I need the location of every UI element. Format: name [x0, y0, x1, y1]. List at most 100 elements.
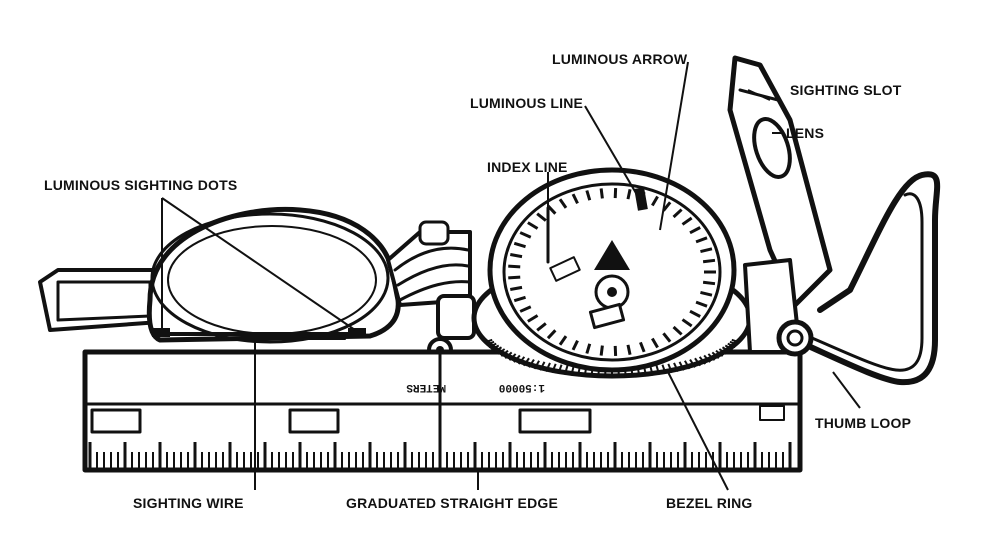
label-luminous-line: LUMINOUS LINE	[470, 95, 583, 111]
dial-tick	[571, 339, 579, 351]
dial-tick	[527, 221, 539, 230]
bezel-knurl	[689, 358, 696, 368]
bezel-knurl	[667, 363, 673, 374]
dial-tick	[527, 314, 539, 323]
dial-tick	[695, 236, 708, 244]
bezel-knurl	[533, 360, 540, 370]
graduated-straight-edge	[88, 442, 792, 470]
bezel-knurl	[497, 348, 506, 355]
leader-lines	[161, 61, 861, 491]
dial-tick	[571, 193, 579, 205]
bezel-knurl	[517, 356, 526, 365]
bezel-knurl	[528, 358, 535, 368]
bezel-knurl	[522, 357, 530, 367]
bezel-knurl	[557, 364, 563, 375]
dial-tick	[689, 226, 701, 235]
dial-tick	[519, 231, 532, 239]
dial-tick	[700, 290, 713, 297]
dial-tick	[599, 188, 604, 199]
dial-tick	[558, 335, 568, 346]
label-lens: LENS	[786, 125, 824, 141]
luminous-line-mark	[634, 187, 648, 211]
dial-tick	[626, 344, 632, 356]
dial-tick	[702, 258, 716, 264]
bezel-knurl	[729, 340, 738, 346]
dial-tick	[508, 264, 521, 269]
cover-tab	[38, 268, 162, 332]
ruler-plaques	[90, 405, 785, 434]
bezel-ring	[484, 338, 740, 378]
luminous-sighting-dot-left	[152, 328, 170, 337]
bezel-knurl	[678, 361, 685, 371]
bezel-knurl	[508, 353, 517, 361]
cover-frame	[146, 206, 401, 344]
dial-tick	[626, 188, 632, 200]
bezel-knurl	[545, 362, 551, 372]
bezel-knurl	[486, 340, 495, 346]
dial-tick	[536, 212, 547, 222]
luminous-sighting-dot-right	[348, 328, 366, 337]
bezel-knurl	[698, 356, 707, 365]
dial-tick	[681, 216, 693, 226]
bezel-knurl	[493, 346, 503, 353]
thumb-loop	[776, 171, 941, 386]
label-luminous-sighting-dots: LUMINOUS SIGHTING DOTS	[44, 177, 237, 193]
bezel-knurl	[484, 338, 493, 344]
dial-tick	[639, 341, 646, 353]
bezel-knurl	[504, 351, 513, 359]
label-bezel-ring: BEZEL RING	[666, 495, 753, 511]
dial-tick	[508, 275, 521, 280]
bezel-knurl	[539, 361, 546, 371]
bezel-knurl	[684, 360, 691, 370]
dial-tick	[689, 309, 701, 318]
bezel-knurl	[718, 348, 727, 355]
bezel-knurl	[694, 357, 702, 367]
dial-tick	[585, 343, 592, 354]
label-thumb-loop: THUMB LOOP	[815, 415, 911, 431]
dial-tick	[599, 345, 604, 356]
dial-tick	[651, 337, 659, 349]
label-sighting-wire: SIGHTING WIRE	[133, 495, 244, 511]
hinge	[386, 220, 476, 363]
bezel-knurl	[500, 349, 509, 357]
ruler-meters-text: METERS	[406, 381, 446, 393]
bezel-knurl	[721, 346, 731, 353]
dial-tick	[681, 318, 693, 328]
dial-tick	[585, 190, 592, 201]
bezel-knurl	[570, 365, 575, 376]
bezel-knurl	[649, 365, 654, 376]
bezel-knurl	[711, 351, 720, 359]
bezel-knurl	[490, 344, 500, 351]
label-graduated-straight-edge: GRADUATED STRAIGHT EDGE	[346, 495, 558, 511]
dial-tick	[695, 300, 708, 308]
luminous-arrow-marker	[594, 240, 630, 270]
bezel-knurl	[513, 354, 521, 363]
bezel-knurl	[661, 364, 667, 375]
bezel-knurl	[715, 349, 724, 357]
dial-tick	[536, 322, 547, 332]
label-luminous-arrow: LUMINOUS ARROW	[552, 51, 688, 67]
dial-tick	[546, 329, 557, 340]
bezel-knurl	[655, 365, 661, 376]
dial-center	[549, 240, 630, 330]
dial-tick	[662, 332, 672, 343]
bezel-knurl	[724, 344, 734, 351]
dial-tick	[702, 280, 716, 286]
dial-tick	[651, 195, 659, 207]
ruler-scale-text: 1:50000	[499, 381, 545, 393]
bezel-knurl	[703, 354, 711, 363]
dial-tick	[672, 208, 683, 219]
dial-tick	[513, 295, 526, 303]
dial-tick	[519, 305, 532, 313]
bezel-knurl	[551, 363, 557, 374]
dial-tick	[510, 253, 523, 259]
compass-dial	[508, 187, 716, 357]
dial-tick	[672, 325, 683, 336]
dial-tick	[662, 201, 672, 212]
bezel-knurl	[563, 365, 569, 376]
dial-tick	[513, 241, 526, 249]
bezel-knurl	[707, 353, 716, 361]
bezel-knurl	[727, 342, 736, 349]
dial-tick	[558, 198, 568, 209]
